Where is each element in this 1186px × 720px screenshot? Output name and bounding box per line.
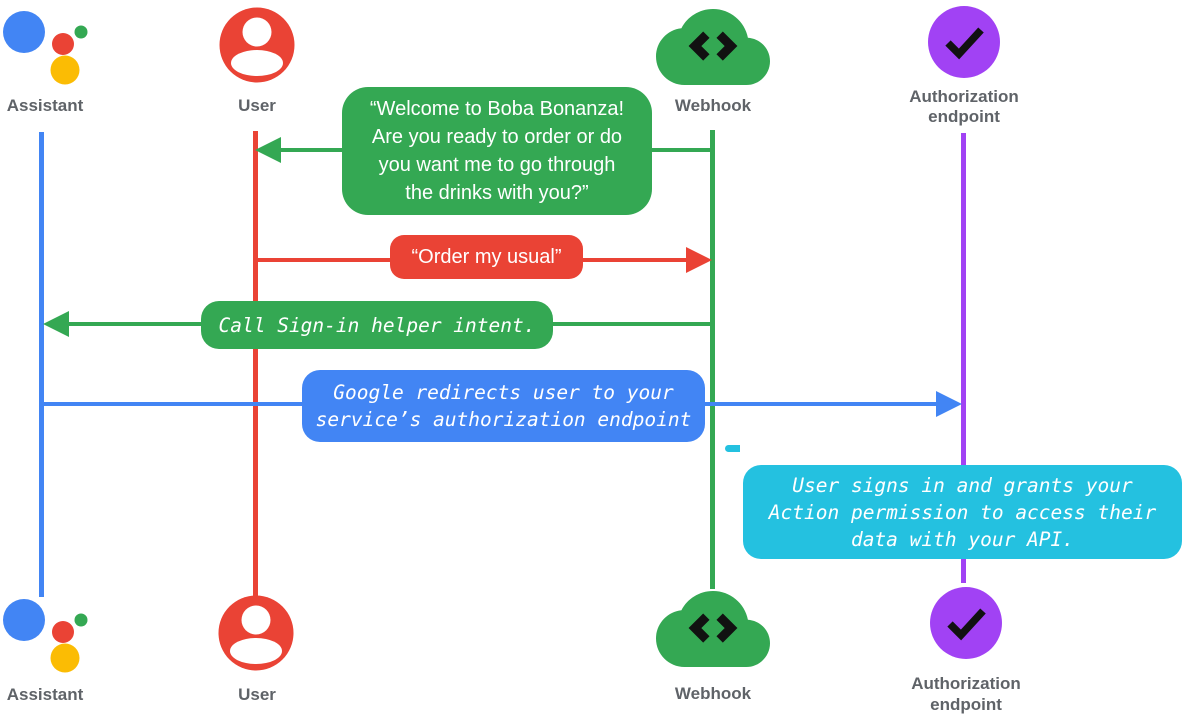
participant-label-user: User — [238, 685, 276, 704]
participant-label-user: User — [238, 96, 276, 115]
webhook-icon — [656, 591, 770, 667]
lifeline-assistant — [39, 132, 44, 597]
lifeline-authorization-endpoint — [961, 133, 966, 583]
message-order-bubble: “Order my usual” — [390, 235, 583, 279]
message-redirect-bubble: Google redirects user to your service’s … — [302, 370, 705, 442]
lifeline-user — [253, 131, 258, 597]
participant-label-authorization-endpoint: Authorization endpoint — [911, 674, 1021, 714]
note-user-signs-in: User signs in and grants your Action per… — [743, 465, 1182, 559]
arrow-signin-head — [43, 311, 69, 337]
participant-label-assistant: Assistant — [6, 96, 84, 115]
participant-label-webhook: Webhook — [674, 684, 752, 703]
message-signin-bubble: Call Sign-in helper intent. — [201, 301, 553, 349]
lifeline-webhook — [710, 130, 715, 589]
arrow-redirect-head — [936, 391, 962, 417]
webhook-icon — [656, 9, 770, 85]
assistant-icon — [3, 11, 88, 85]
arrow-order-head — [686, 247, 712, 273]
authorization-endpoint-icon — [930, 587, 1002, 659]
arrow-welcome-head — [255, 137, 281, 163]
participant-label-assistant: Assistant — [6, 685, 84, 704]
assistant-icon — [3, 599, 88, 673]
user-icon — [218, 595, 294, 671]
authorization-endpoint-icon — [928, 6, 1000, 78]
message-welcome-bubble: “Welcome to Boba Bonanza! Are you ready … — [342, 87, 652, 215]
user-icon — [219, 7, 295, 83]
participant-label-authorization-endpoint: Authorization endpoint — [909, 87, 1019, 126]
note-corner-fragment — [725, 445, 740, 452]
participant-label-webhook: Webhook — [674, 96, 752, 115]
